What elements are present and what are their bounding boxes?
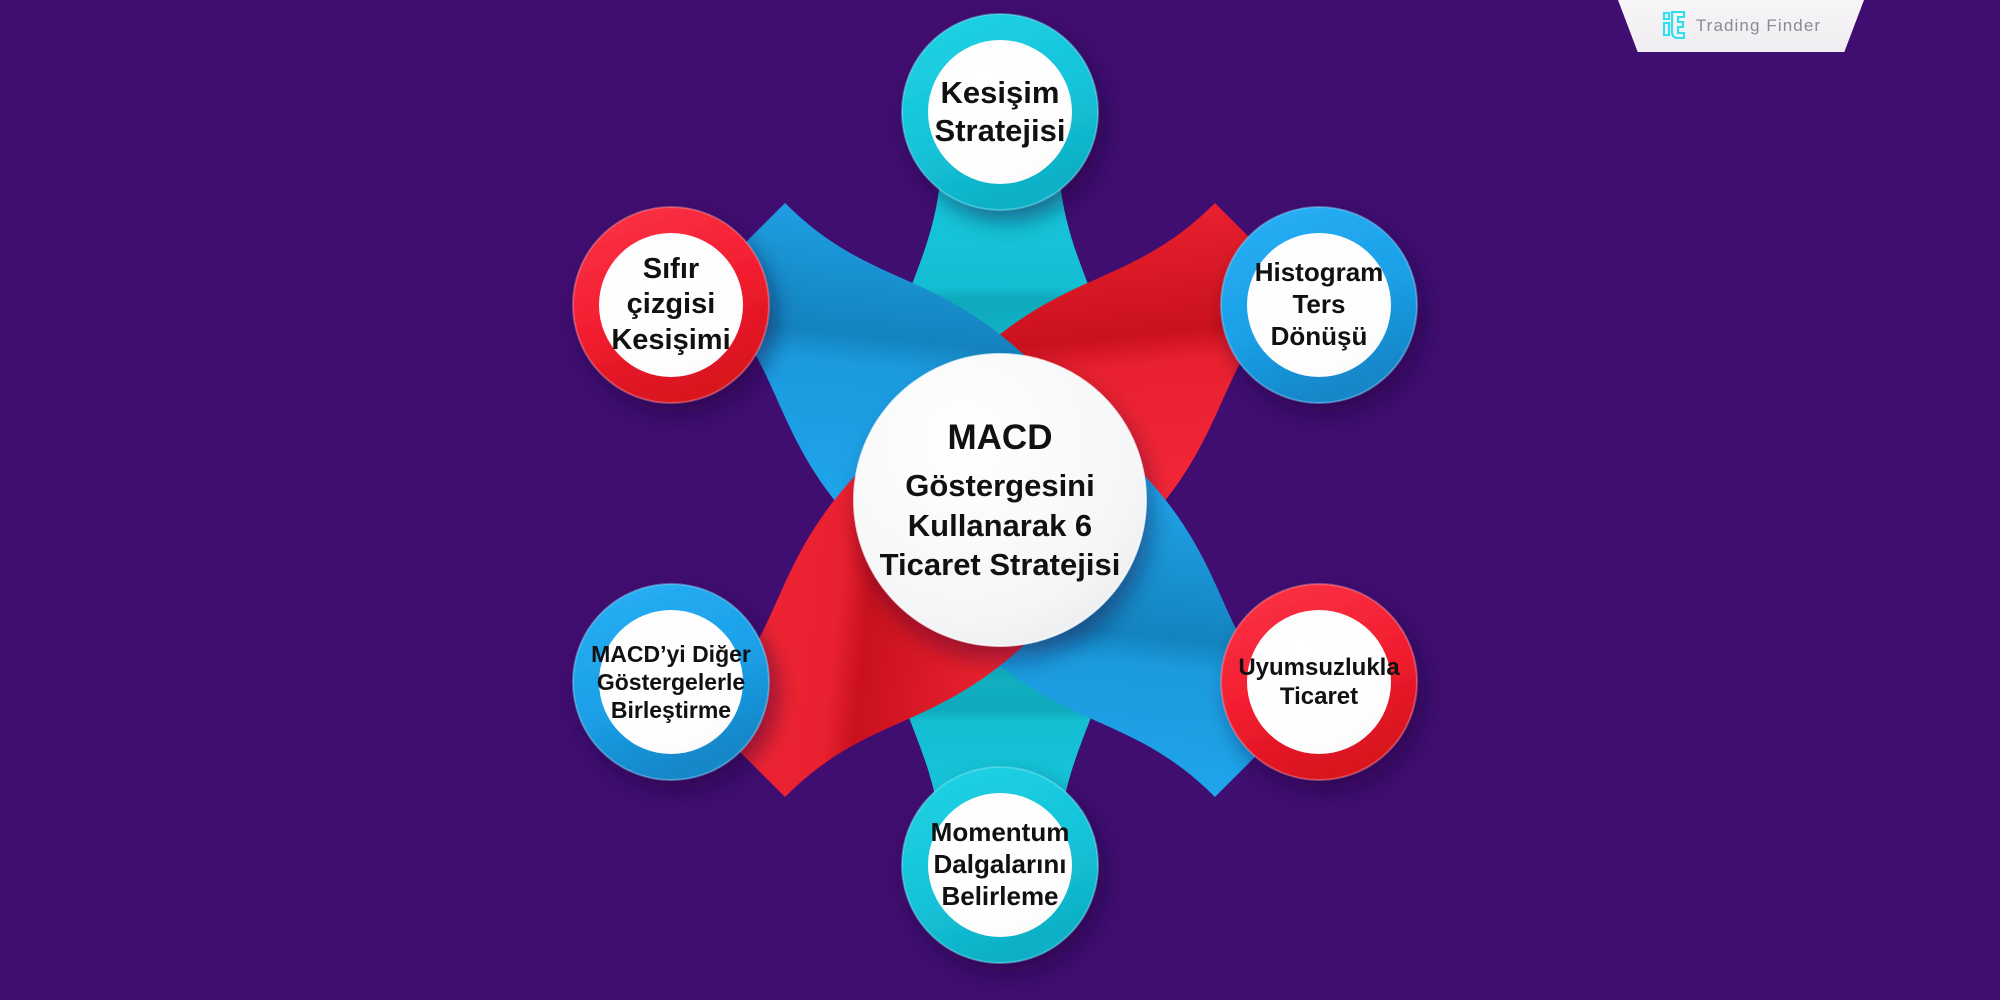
node-momentum-dalgalarini-belirleme[interactable] <box>901 766 1099 964</box>
node-histogram-ters-donusu[interactable] <box>1220 206 1418 404</box>
trading-finder-monogram-icon <box>1662 11 1685 40</box>
node-kesisim-stratejisi[interactable] <box>901 13 1099 211</box>
node-uyumsuzlukla-ticaret[interactable] <box>1220 583 1418 781</box>
connector-top-right <box>703 203 1039 539</box>
hub-subtitle: Göstergesini Kullanarak 6 Ticaret Strate… <box>879 468 1121 582</box>
hub-text-block: MACD Göstergesini Kullanarak 6 Ticaret S… <box>855 355 1145 645</box>
node-macdyi-diger-gostergelerle-birlestirme[interactable] <box>572 583 770 781</box>
node-sifir-cizgisi-kesisimi[interactable] <box>572 206 770 404</box>
brand-badge[interactable]: Trading Finder <box>1618 0 1864 52</box>
nodes-group <box>572 13 1418 964</box>
connector-bottom-right <box>703 461 1039 797</box>
brand-name: Trading Finder <box>1695 16 1822 35</box>
hub-circle[interactable] <box>853 353 1147 647</box>
connector-top-left <box>961 203 1297 539</box>
hub-title: MACD <box>947 418 1053 458</box>
connector-bottom-left <box>961 461 1297 797</box>
